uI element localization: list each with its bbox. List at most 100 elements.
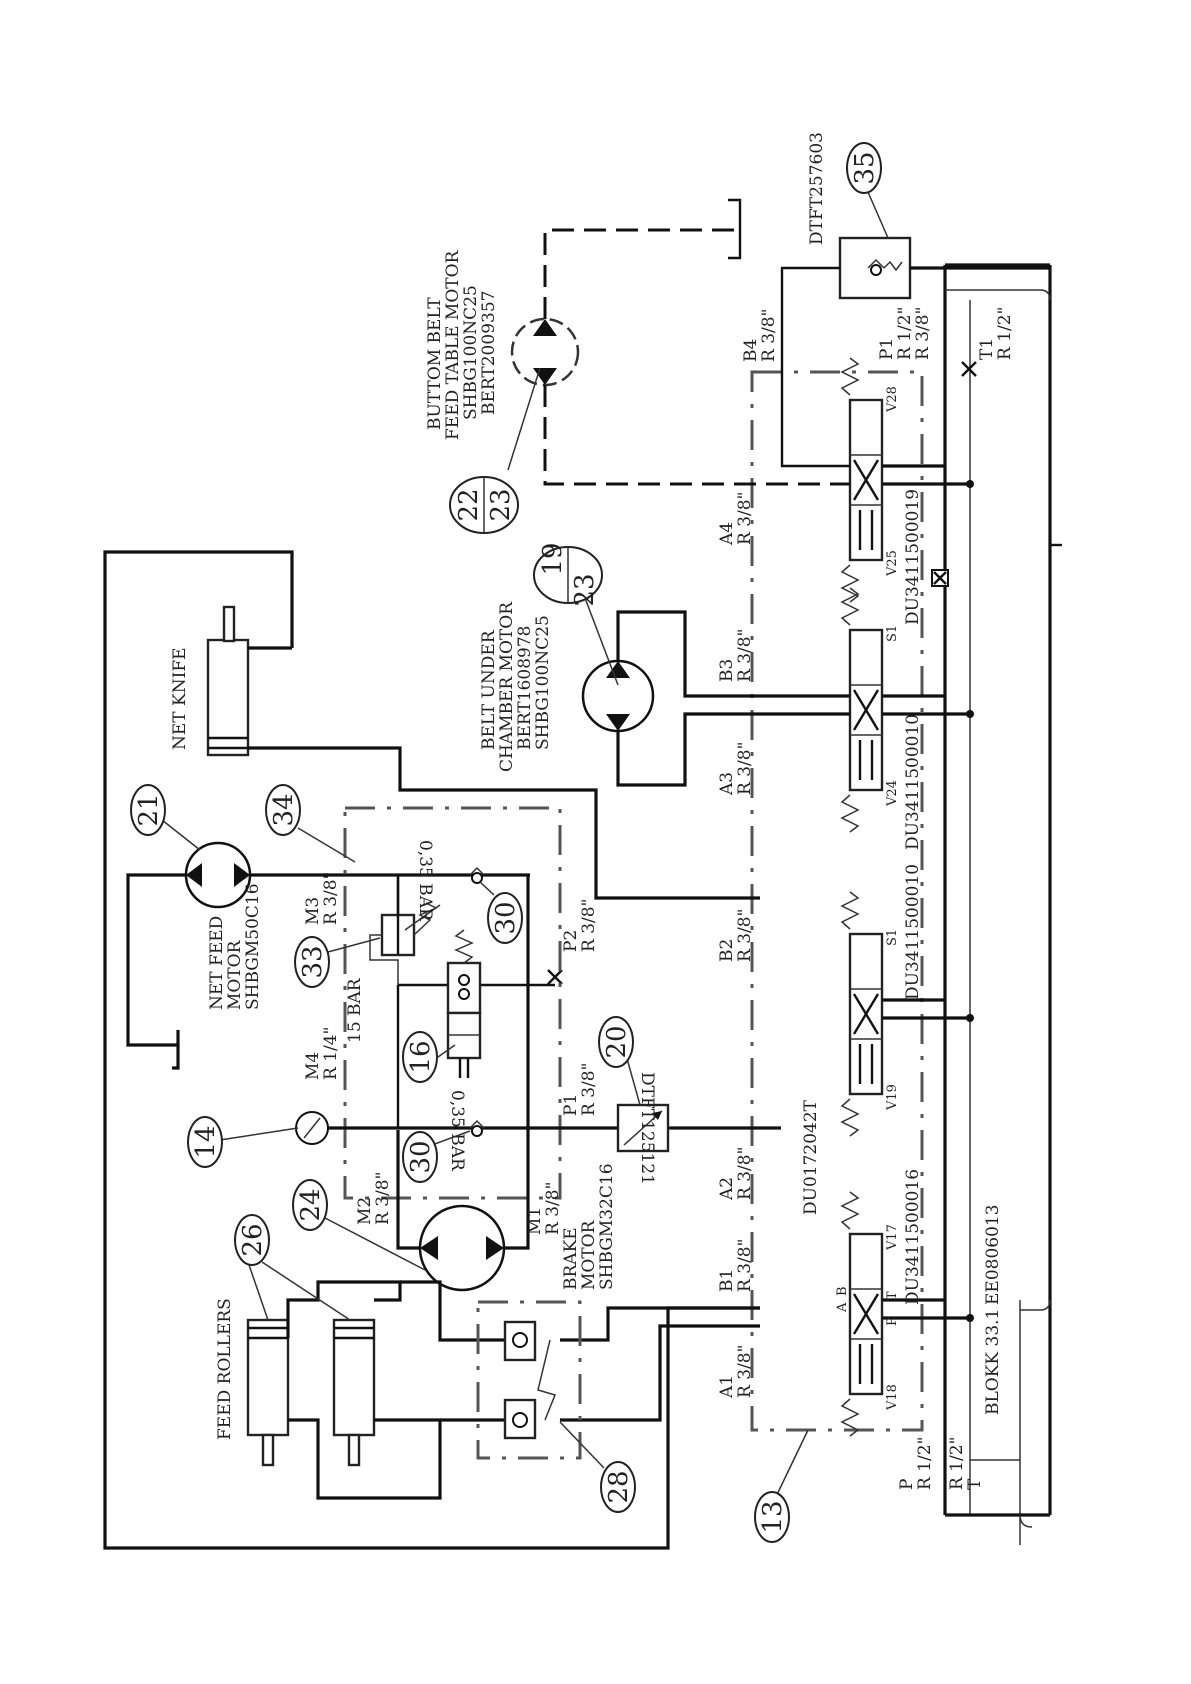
port-p2-name: P2 (561, 930, 581, 952)
check-valve-30-top (469, 866, 485, 884)
callout-16: 16 (402, 1031, 456, 1083)
port-p1-size: R 3/8" (579, 1063, 599, 1116)
port-t-main-size: R 1/2" (947, 1437, 967, 1490)
port-p-main-size: R 1/2" (915, 1437, 935, 1490)
callout-34: 34 (265, 784, 356, 863)
callout-24: 24 (292, 1179, 426, 1271)
valve-v25 (840, 357, 884, 603)
port-a1-name: A1 (717, 1375, 737, 1399)
callout-13-num: 13 (758, 1500, 788, 1533)
belt-under-chamber-motor (581, 610, 850, 787)
buttom-belt-label-4: BERT2009357 (479, 291, 499, 415)
brake-block (343, 806, 562, 1200)
port-m2-name: M2 (355, 1197, 375, 1225)
valve-code-1: DU3411500016 (903, 1169, 923, 1305)
callout-19-23: 19 23 (533, 542, 619, 686)
port-p-main-name: P (897, 1479, 917, 1490)
valve-tag-v17: V17 (885, 1224, 900, 1251)
manifold-block (750, 370, 924, 1432)
check-block-28 (476, 1300, 582, 1460)
port-a4-name: A4 (717, 522, 737, 546)
port-b1-size: R 3/8" (735, 1239, 755, 1292)
callout-14-num: 14 (191, 1125, 221, 1158)
valve-tag-v18: V18 (885, 1384, 900, 1411)
port-b4-name: B4 (741, 339, 761, 362)
valve-code-3: DU3411500010 (903, 714, 923, 850)
callout-30b-num: 30 (406, 1140, 436, 1173)
pressure-gauge-14 (295, 1111, 329, 1145)
port-b1-name: B1 (717, 1269, 737, 1292)
buttom-belt-label-3: SHBG100NC25 (461, 285, 481, 420)
callout-24-num: 24 (296, 1188, 326, 1221)
port-m4-name: M4 (303, 1052, 323, 1080)
plug-mark-top (961, 361, 977, 377)
valve-tag-v24: V24 (885, 780, 900, 807)
net-feed-motor (126, 841, 530, 1070)
callout-26-num: 26 (238, 1223, 268, 1256)
port-b4-size: R 3/8" (759, 309, 779, 362)
port-a3-size: R 3/8" (735, 742, 755, 795)
buttom-belt-label-2: FEED TABLE MOTOR (443, 249, 463, 440)
feed-roller-lines (286, 1280, 760, 1500)
port-b3-name: B3 (717, 659, 737, 682)
feed-roller-cylinder-1 (246, 1318, 290, 1467)
dtft125-label: DTFT125121 (637, 1072, 657, 1185)
valve-v18 (840, 1191, 884, 1437)
net-knife-cylinder (103, 550, 760, 1550)
check-valve-30-bottom (469, 1119, 485, 1137)
port-m2-size: R 3/8" (373, 1172, 393, 1225)
net-knife-label: NET KNIFE (170, 647, 190, 750)
port-a3-name: A3 (717, 772, 737, 796)
port-a2-name: A2 (717, 1177, 737, 1201)
plug-mark-p2 (547, 969, 563, 985)
test-point-icon (931, 569, 949, 587)
port-b3-size: R 3/8" (735, 629, 755, 682)
bottom-hop (1019, 1514, 1033, 1528)
brake-motor-label-2: MOTOR (579, 1219, 599, 1290)
lower-hop (1039, 1299, 1051, 1311)
port-a1-size: R 3/8" (735, 1345, 755, 1398)
blokk-label: BLOKK 33.1 (983, 1309, 1003, 1415)
port-p2-size: R 3/8" (579, 899, 599, 952)
port-p1-right-name: P1 (877, 338, 897, 360)
bar-035-top: 0,35 BAR (415, 840, 435, 922)
port-letter-a: A (835, 1302, 850, 1313)
port-letter-p: P (885, 1317, 900, 1326)
top-tank-hop (1039, 289, 1051, 301)
brake-motor-label-1: BRAKE (561, 1227, 581, 1290)
check-valve-35 (780, 236, 1050, 468)
callout-23b-num: 23 (486, 488, 516, 521)
callout-21: 21 (130, 784, 201, 851)
callout-19-num: 19 (538, 542, 568, 575)
feed-rollers-label: FEED ROLLERS (215, 1298, 235, 1440)
callout-30-top: 30 (479, 881, 523, 944)
buttom-belt-label-1: BUTTOM BELT (425, 297, 445, 430)
port-letter-t: T (885, 1291, 900, 1300)
callout-26: 26 (234, 1214, 351, 1321)
port-a2-size: R 3/8" (735, 1147, 755, 1200)
callout-21-num: 21 (134, 793, 164, 826)
valve-v24 (840, 587, 884, 833)
port-m1-name: M1 (525, 1207, 545, 1235)
port-t1-right-name: T1 (977, 338, 997, 360)
ee080-label: EE0806013 (983, 1204, 1003, 1305)
feed-roller-cylinder-2 (332, 1318, 376, 1467)
callout-35-num: 35 (850, 151, 880, 184)
port-m4-size: R 1/4" (321, 1027, 341, 1080)
throttle-valve-20 (616, 1103, 670, 1153)
port-m3-size: R 3/8" (321, 872, 341, 925)
relief-valve-33 (369, 875, 441, 985)
port-a4-size: R 3/8" (735, 492, 755, 545)
port-p1-right-size2: R 3/8" (913, 307, 933, 360)
callout-30a-num: 30 (491, 901, 521, 934)
net-feed-motor-label-3: SHBGM50C16 (243, 883, 263, 1010)
callout-35: 35 (846, 142, 889, 239)
port-m3-name: M3 (303, 897, 323, 925)
valve-tag-v28: V28 (885, 386, 900, 413)
belt-under-label-1: BELT UNDER (479, 629, 499, 750)
valve-tag-v19: V19 (885, 1084, 900, 1111)
brake-motor-label-3: SHBGM32C16 (597, 1163, 617, 1290)
valve-tag-s1a: S1 (885, 929, 900, 946)
callout-28: 28 (559, 1421, 636, 1513)
